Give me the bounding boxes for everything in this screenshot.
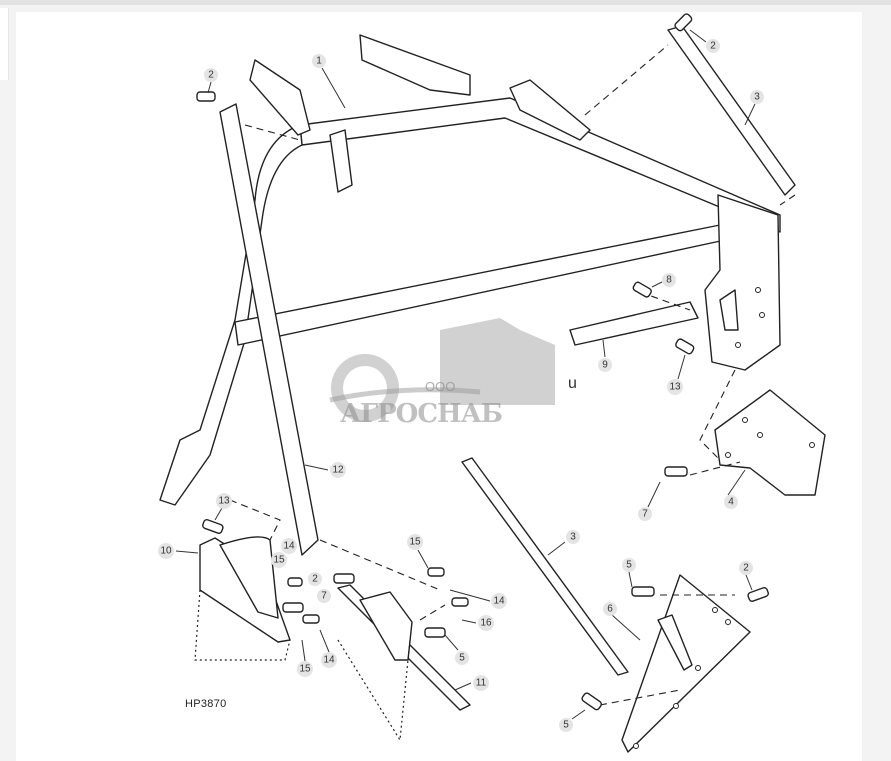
watermark-prefix: ООО bbox=[425, 379, 455, 394]
callout-13: 13 bbox=[216, 493, 232, 509]
callout-15: 15 bbox=[297, 661, 313, 677]
strut-part-3-lower bbox=[461, 457, 629, 676]
callout-14: 14 bbox=[281, 538, 297, 554]
svg-text:13: 13 bbox=[218, 496, 230, 507]
svg-text:8: 8 bbox=[666, 275, 672, 286]
main-frame-part-1 bbox=[159, 34, 781, 506]
watermark-brand: АГРОСНАБ bbox=[340, 399, 502, 429]
callout-5: 5 bbox=[455, 651, 469, 665]
bracket-part-4 bbox=[714, 389, 826, 496]
svg-text:7: 7 bbox=[321, 591, 327, 602]
callout-11: 11 bbox=[473, 675, 489, 691]
callout-10: 10 bbox=[158, 543, 174, 559]
svg-text:14: 14 bbox=[283, 541, 295, 552]
callout-2: 2 bbox=[739, 561, 753, 575]
svg-text:3: 3 bbox=[754, 92, 760, 103]
callout-13: 13 bbox=[667, 379, 683, 395]
svg-text:14: 14 bbox=[323, 655, 335, 666]
watermark-logo: ООО АГРОСНАБ bbox=[329, 318, 555, 429]
callout-7: 7 bbox=[638, 507, 652, 521]
svg-text:5: 5 bbox=[563, 720, 569, 731]
callout-5: 5 bbox=[559, 718, 573, 732]
callout-14: 14 bbox=[491, 593, 507, 609]
callout-9: 9 bbox=[598, 358, 612, 372]
callout-12: 12 bbox=[330, 462, 346, 478]
svg-text:14: 14 bbox=[493, 596, 505, 607]
left-panel-edge bbox=[0, 8, 9, 80]
svg-text:10: 10 bbox=[160, 546, 172, 557]
svg-text:2: 2 bbox=[710, 41, 716, 52]
callout-3: 3 bbox=[750, 90, 764, 104]
svg-text:2: 2 bbox=[312, 574, 318, 585]
callout-2: 2 bbox=[308, 572, 322, 586]
callout-14: 14 bbox=[321, 652, 337, 668]
svg-text:3: 3 bbox=[570, 532, 576, 543]
svg-text:2: 2 bbox=[743, 563, 749, 574]
svg-text:6: 6 bbox=[607, 604, 613, 615]
callout-16: 16 bbox=[478, 615, 494, 631]
combine-harvester-icon bbox=[440, 318, 555, 405]
figure-reference: HP3870 bbox=[185, 698, 227, 710]
svg-text:9: 9 bbox=[602, 360, 608, 371]
callout-7: 7 bbox=[317, 589, 331, 603]
callout-8: 8 bbox=[662, 273, 676, 287]
svg-text:4: 4 bbox=[728, 497, 734, 508]
svg-text:15: 15 bbox=[409, 537, 421, 548]
callout-2: 2 bbox=[706, 39, 720, 53]
callout-6: 6 bbox=[603, 602, 617, 616]
callout-1: 1 bbox=[312, 54, 326, 68]
svg-text:1: 1 bbox=[316, 56, 322, 67]
callout-4: 4 bbox=[724, 495, 738, 509]
svg-text:5: 5 bbox=[459, 653, 465, 664]
callout-15: 15 bbox=[271, 552, 287, 568]
svg-text:2: 2 bbox=[208, 70, 214, 81]
bar-part-9 bbox=[569, 301, 699, 346]
strut-part-3-upper bbox=[667, 25, 796, 196]
svg-text:7: 7 bbox=[642, 509, 648, 520]
fasteners bbox=[196, 13, 769, 711]
leader-lines bbox=[175, 29, 756, 720]
svg-text:12: 12 bbox=[332, 465, 344, 476]
svg-text:13: 13 bbox=[669, 382, 681, 393]
svg-text:15: 15 bbox=[299, 664, 311, 675]
svg-text:11: 11 bbox=[476, 678, 487, 689]
gear-icon bbox=[331, 354, 399, 422]
svg-text:15: 15 bbox=[273, 555, 285, 566]
top-bar bbox=[0, 0, 891, 5]
svg-text:5: 5 bbox=[626, 560, 632, 571]
callout-15: 15 bbox=[407, 534, 423, 550]
strut-part-12 bbox=[219, 103, 319, 556]
callout-2: 2 bbox=[204, 68, 218, 82]
callout-5: 5 bbox=[622, 558, 636, 572]
svg-text:16: 16 bbox=[480, 618, 492, 629]
stray-glyph: u bbox=[568, 375, 577, 392]
assembly-lines bbox=[229, 44, 796, 706]
callout-3: 3 bbox=[566, 530, 580, 544]
